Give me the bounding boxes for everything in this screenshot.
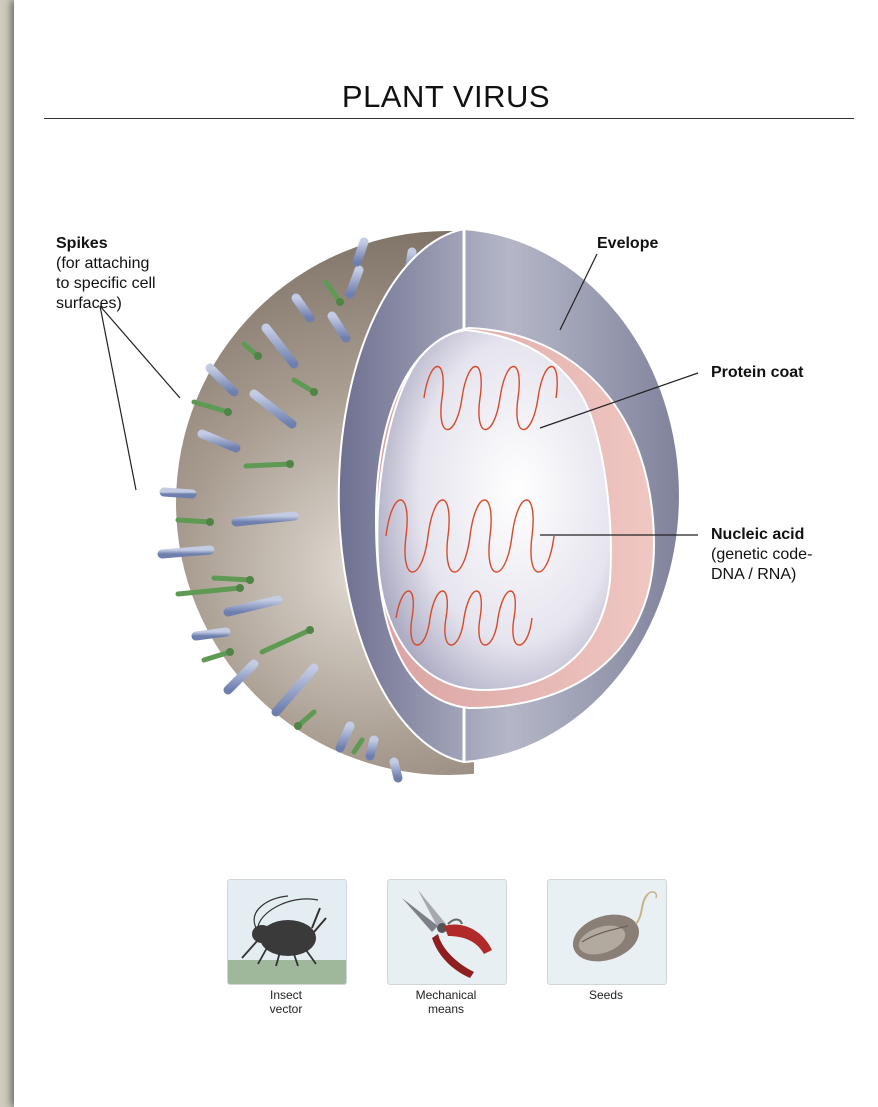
- page: PLANT VIRUS: [14, 0, 878, 1107]
- seeds-thumbnail: [547, 879, 667, 985]
- caption-line: Insect: [216, 988, 356, 1002]
- nucleic-acid-desc-line: (genetic code-: [711, 545, 812, 565]
- envelope-name: Evelope: [597, 234, 658, 254]
- protein-coat-label: Protein coat: [711, 363, 803, 383]
- spikes-desc-line: (for attaching: [56, 254, 156, 274]
- pruning-shears-icon: [388, 880, 506, 984]
- envelope-label: Evelope: [597, 234, 658, 254]
- insect-vector-thumbnail: [227, 879, 347, 985]
- seed-icon: [548, 880, 666, 984]
- nucleic-acid-label: Nucleic acid (genetic code- DNA / RNA): [711, 525, 812, 585]
- nucleic-acid-name: Nucleic acid: [711, 525, 812, 545]
- protein-coat-name: Protein coat: [711, 363, 803, 383]
- caption-line: Mechanical: [376, 988, 516, 1002]
- caption-line: means: [376, 1002, 516, 1016]
- insect-icon: [228, 880, 346, 984]
- spikes-desc-line: surfaces): [56, 294, 156, 314]
- insect-vector-caption: Insect vector: [216, 988, 356, 1016]
- mechanical-means-caption: Mechanical means: [376, 988, 516, 1016]
- seeds-caption: Seeds: [536, 988, 676, 1002]
- spikes-desc-line: to specific cell: [56, 274, 156, 294]
- virus-diagram: [14, 0, 878, 840]
- caption-line: Seeds: [536, 988, 676, 1002]
- mechanical-means-thumbnail: [387, 879, 507, 985]
- spikes-name: Spikes: [56, 234, 156, 254]
- nucleic-acid-desc-line: DNA / RNA): [711, 565, 812, 585]
- spikes-label: Spikes (for attaching to specific cell s…: [56, 234, 156, 314]
- caption-line: vector: [216, 1002, 356, 1016]
